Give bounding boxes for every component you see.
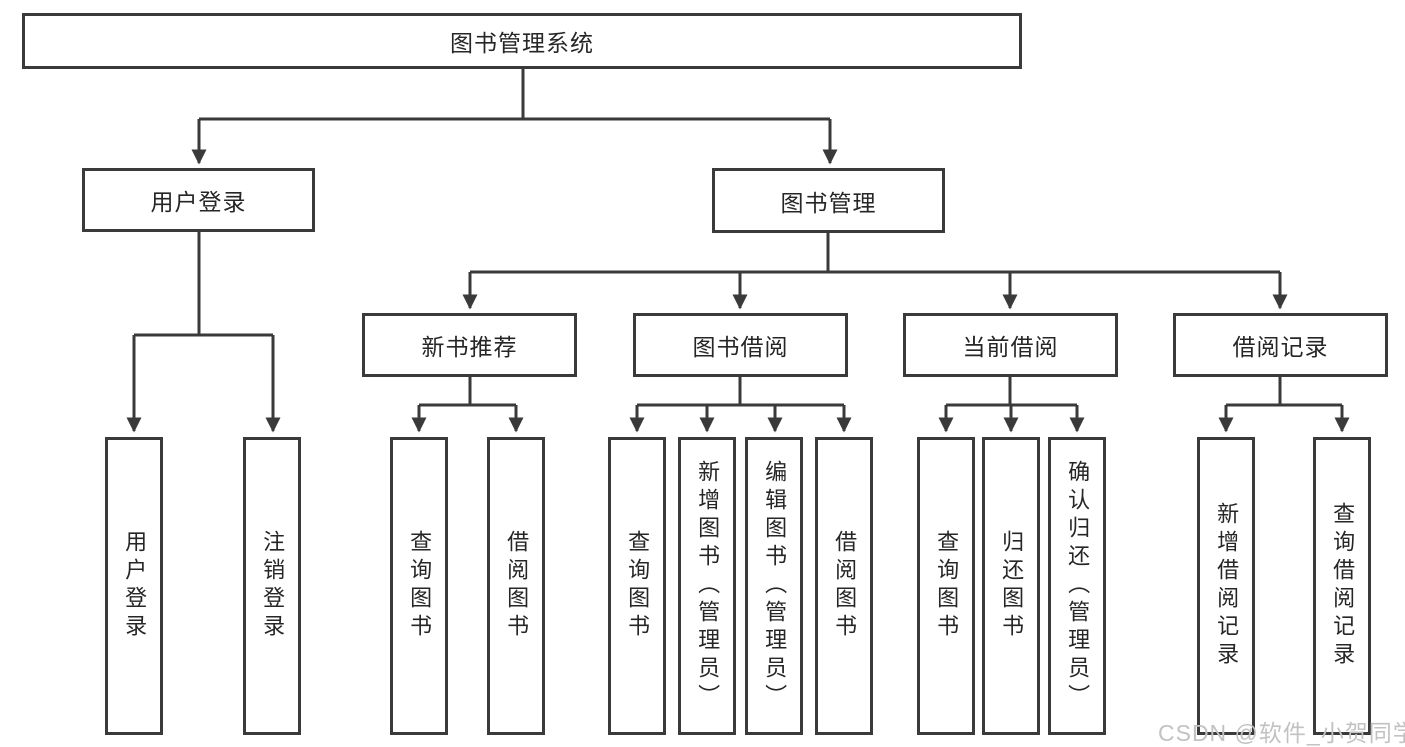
- leaf-label: 新增图书（管理员）: [695, 460, 721, 712]
- leaf-borrow-books: 借阅图书: [815, 437, 873, 735]
- node-label: 图书管理系统: [450, 30, 594, 56]
- leaf-query-books-current: 查询图书: [917, 437, 975, 735]
- node-book-management: 图书管理: [712, 168, 945, 233]
- leaf-label: 编辑图书（管理员）: [762, 460, 788, 712]
- leaf-query-books-recommend: 查询图书: [390, 437, 448, 735]
- leaf-label: 注销登录: [260, 530, 286, 642]
- leaf-label: 确认归还（管理员）: [1065, 460, 1091, 712]
- leaf-label: 查询图书: [407, 530, 433, 642]
- leaf-label: 查询借阅记录: [1330, 502, 1356, 670]
- leaf-label: 查询图书: [625, 530, 651, 642]
- leaf-logout: 注销登录: [243, 437, 301, 735]
- leaf-query-borrow-record: 查询借阅记录: [1313, 437, 1371, 735]
- leaf-label: 用户登录: [122, 530, 148, 642]
- leaf-label: 新增借阅记录: [1214, 502, 1240, 670]
- leaf-label: 归还图书: [999, 530, 1025, 642]
- leaf-confirm-return-admin: 确认归还（管理员）: [1048, 437, 1106, 735]
- leaf-label: 借阅图书: [832, 530, 858, 642]
- leaf-label: 查询图书: [934, 530, 960, 642]
- watermark-text: CSDN @软件_小贺同学: [1158, 720, 1405, 746]
- node-root-system: 图书管理系统: [22, 13, 1022, 69]
- leaf-edit-book-admin: 编辑图书（管理员）: [745, 437, 803, 735]
- node-borrow-records: 借阅记录: [1173, 313, 1388, 377]
- leaf-add-borrow-record: 新增借阅记录: [1197, 437, 1255, 735]
- node-label: 新书推荐: [421, 334, 518, 360]
- node-current-borrow: 当前借阅: [903, 313, 1118, 377]
- node-label: 借阅记录: [1232, 334, 1329, 360]
- leaf-borrow-books-recommend: 借阅图书: [487, 437, 545, 735]
- node-user-login-branch: 用户登录: [82, 168, 315, 232]
- leaf-label: 借阅图书: [504, 530, 530, 642]
- node-book-borrow: 图书借阅: [633, 313, 848, 377]
- leaf-return-book: 归还图书: [982, 437, 1040, 735]
- node-label: 用户登录: [150, 189, 247, 215]
- leaf-user-login: 用户登录: [105, 437, 163, 735]
- node-label: 图书借阅: [692, 334, 789, 360]
- node-label: 当前借阅: [962, 334, 1059, 360]
- node-label: 图书管理: [780, 189, 877, 216]
- leaf-query-books-borrow: 查询图书: [608, 437, 666, 735]
- node-new-book-recommend: 新书推荐: [362, 313, 577, 377]
- leaf-add-book-admin: 新增图书（管理员）: [678, 437, 736, 735]
